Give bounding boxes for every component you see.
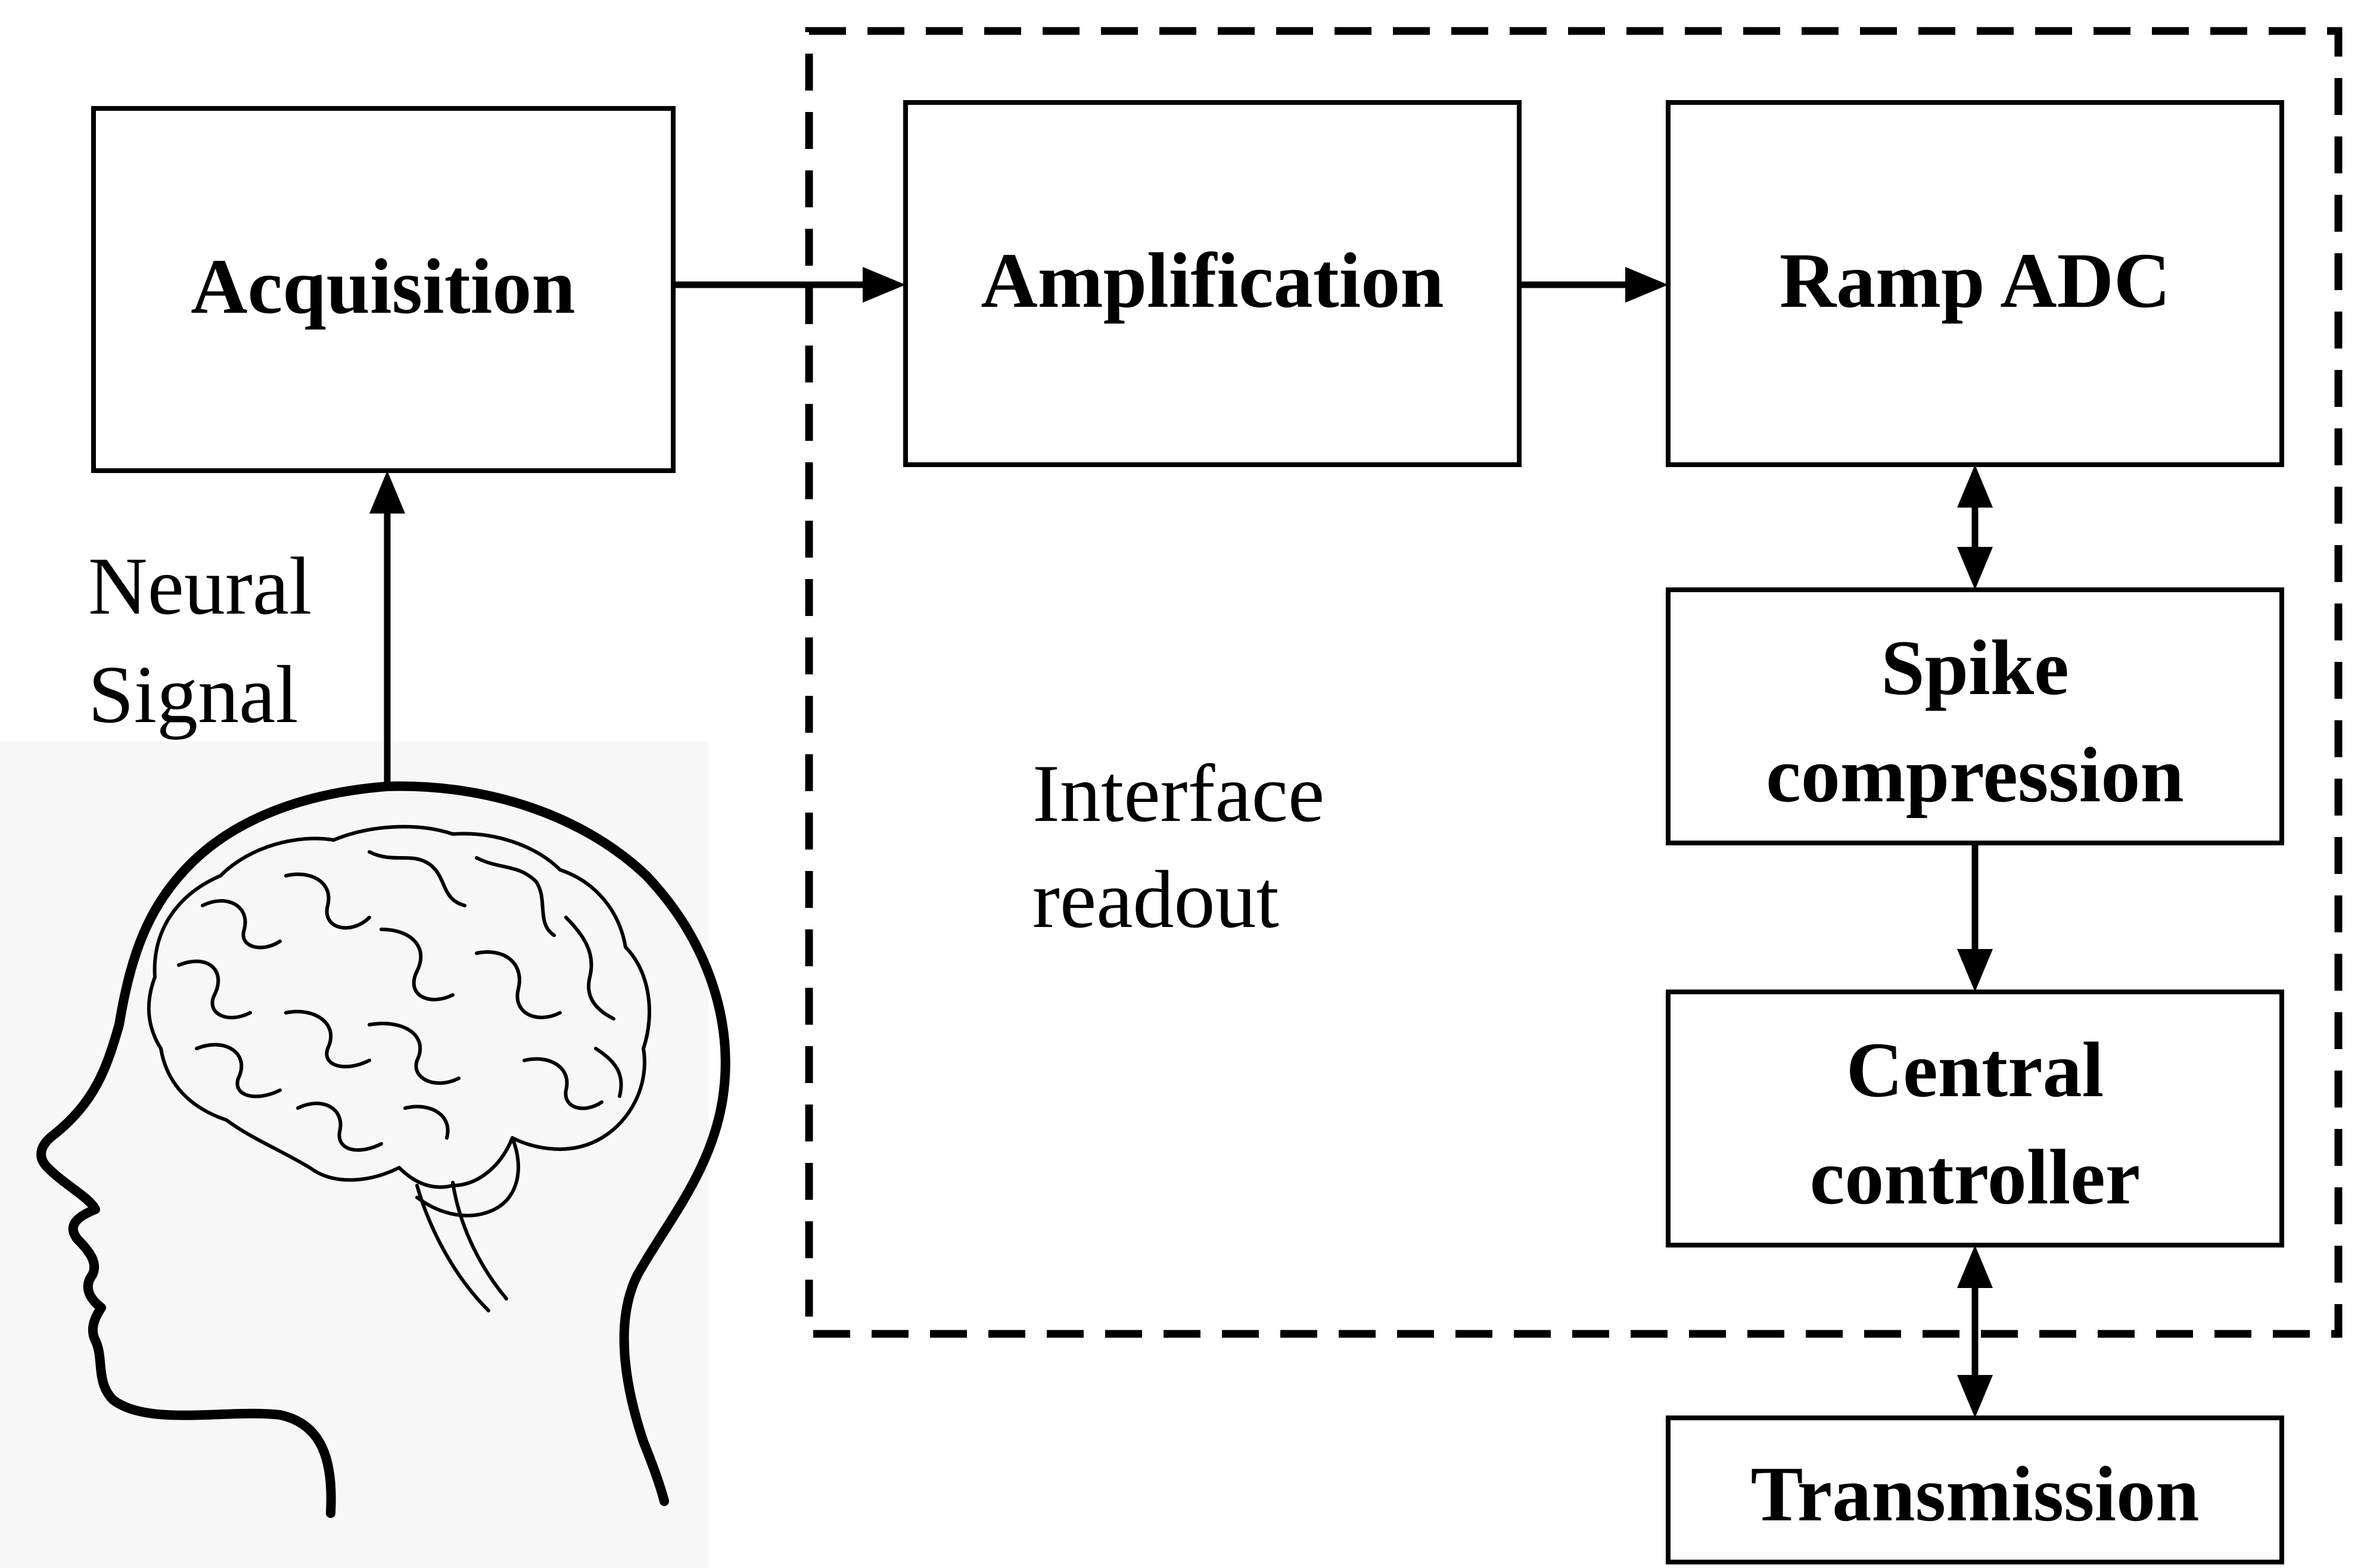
arrow-neural-signal-to-acquisition (369, 471, 405, 786)
interface-readout-label-line1: Interface (1032, 748, 1324, 839)
arrow-amplification-to-ramp-adc (1519, 267, 1668, 303)
amplification-block: Amplification (903, 100, 1522, 467)
ramp-adc-block: Ramp ADC (1666, 100, 2284, 467)
interface-readout-label-line2: readout (1032, 854, 1279, 945)
neural-signal-label-line2: Signal (88, 649, 298, 740)
head-illustration-background (0, 742, 709, 1568)
central-controller-label-line1: Central (1846, 1026, 2104, 1113)
central-controller-block: Central controller (1666, 990, 2284, 1247)
amplification-label: Amplification (981, 237, 1444, 324)
human-head-brain-icon (36, 781, 730, 1518)
acquisition-label: Acquisition (191, 242, 576, 330)
spike-compression-label-line1: Spike (1881, 624, 2069, 711)
spike-compression-label-line2: compression (1766, 731, 2184, 819)
arrow-acquisition-to-amplification (673, 267, 906, 303)
arrow-central-controller-transmission-bidirectional (1957, 1245, 1993, 1418)
interface-readout-boundary (805, 27, 2343, 1338)
central-controller-label-line2: controller (1810, 1133, 2141, 1221)
transmission-label: Transmission (1750, 1450, 2199, 1538)
ramp-adc-label: Ramp ADC (1780, 237, 2170, 324)
arrow-spike-compression-to-central-controller (1957, 843, 1993, 992)
acquisition-block: Acquisition (91, 106, 676, 473)
arrow-ramp-adc-spike-compression-bidirectional (1957, 465, 1993, 590)
transmission-block: Transmission (1666, 1415, 2284, 1564)
neural-signal-label-line1: Neural (88, 540, 312, 631)
spike-compression-block: Spike compression (1666, 587, 2284, 845)
